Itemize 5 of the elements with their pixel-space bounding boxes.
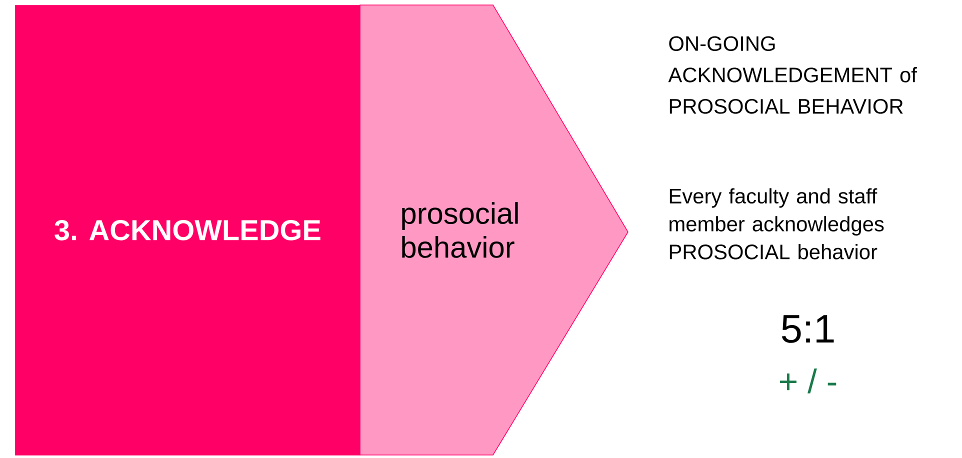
ratio: 5:1 — [782, 315, 834, 343]
stage-box: 3. ACKNOWLEDGE — [15, 5, 360, 456]
sign-pair: + / - — [780, 368, 836, 394]
heading: ON-GOING ACKNOWLEDGEMENT of PROSOCIAL BEHAVIOR — [668, 36, 917, 114]
description: Every faculty and staff member acknowledges PROSOCIAL behavior — [670, 188, 884, 260]
